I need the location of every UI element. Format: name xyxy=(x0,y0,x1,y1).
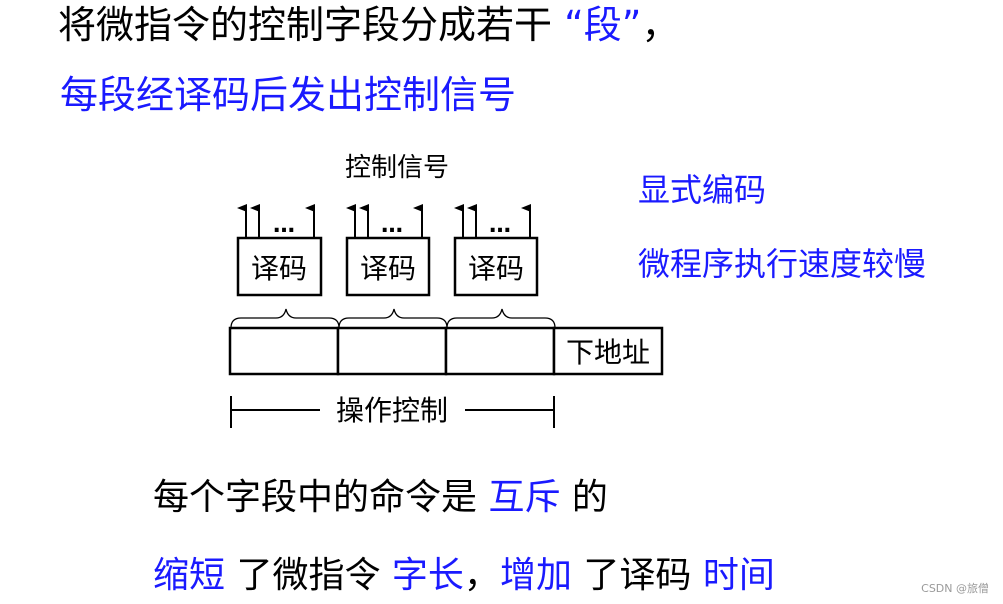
bottom-line-2-text-a: 了微指令 xyxy=(225,555,392,596)
side-note-slow-execution: 微程序执行速度较慢 xyxy=(638,245,927,283)
bottom-line-2-time: 时间 xyxy=(702,555,775,596)
decoder-group-2: … 译码 xyxy=(345,204,431,297)
bottom-line-2-shorten: 缩短 xyxy=(153,555,226,596)
next-address-field xyxy=(552,326,664,376)
control-field-3 xyxy=(444,326,556,376)
decoder-label: 译码 xyxy=(251,252,307,285)
decoder-label: 译码 xyxy=(360,252,416,285)
next-address-label: 下地址 xyxy=(566,336,650,369)
bottom-line-2-increase: 增加 xyxy=(499,555,572,596)
field-brace-2 xyxy=(338,308,448,329)
control-field-1 xyxy=(228,326,340,376)
bottom-line-2-comma: ， xyxy=(463,555,500,596)
heading-line-1-suffix: ， xyxy=(641,3,680,47)
control-field-2 xyxy=(336,326,448,376)
heading-line-1: 将微指令的控制字段分成若干 “段”， xyxy=(58,2,679,48)
heading-line-2: 每段经译码后发出控制信号 xyxy=(60,73,517,117)
decoder-box xyxy=(236,236,323,297)
decoder-group-3: … 译码 xyxy=(453,204,539,297)
heading-line-1-prefix: 将微指令的控制字段分成若干 xyxy=(58,3,565,47)
ellipsis-dots: … xyxy=(381,213,403,238)
bottom-line-1-suffix: 的 xyxy=(560,477,608,518)
ellipsis-dots: … xyxy=(273,213,295,238)
bottom-line-2-word-length: 字长 xyxy=(391,555,464,596)
bottom-line-1-prefix: 每个字段中的命令是 xyxy=(153,477,489,518)
bottom-line-1-highlight: 互斥 xyxy=(488,477,561,518)
decoder-group-1: … 译码 xyxy=(236,204,323,297)
decoder-label: 译码 xyxy=(468,252,524,285)
watermark: CSDN @旅僧 xyxy=(921,582,989,595)
operation-control-label: 操作控制 xyxy=(336,394,448,427)
field-brace-1 xyxy=(230,308,340,329)
decoder-box xyxy=(453,236,539,297)
field-brace-3 xyxy=(446,308,556,329)
bottom-line-2-text-b: 了译码 xyxy=(571,555,703,596)
heading-line-1-highlight: “段” xyxy=(564,3,642,47)
side-note-explicit-encoding: 显式编码 xyxy=(638,171,767,209)
bottom-line-1: 每个字段中的命令是 互斥 的 xyxy=(153,475,608,521)
control-signal-label: 控制信号 xyxy=(345,153,449,183)
bottom-line-2: 缩短 了微指令 字长，增加 了译码 时间 xyxy=(153,553,775,599)
ellipsis-dots: … xyxy=(489,213,511,238)
decoder-box xyxy=(345,236,431,297)
